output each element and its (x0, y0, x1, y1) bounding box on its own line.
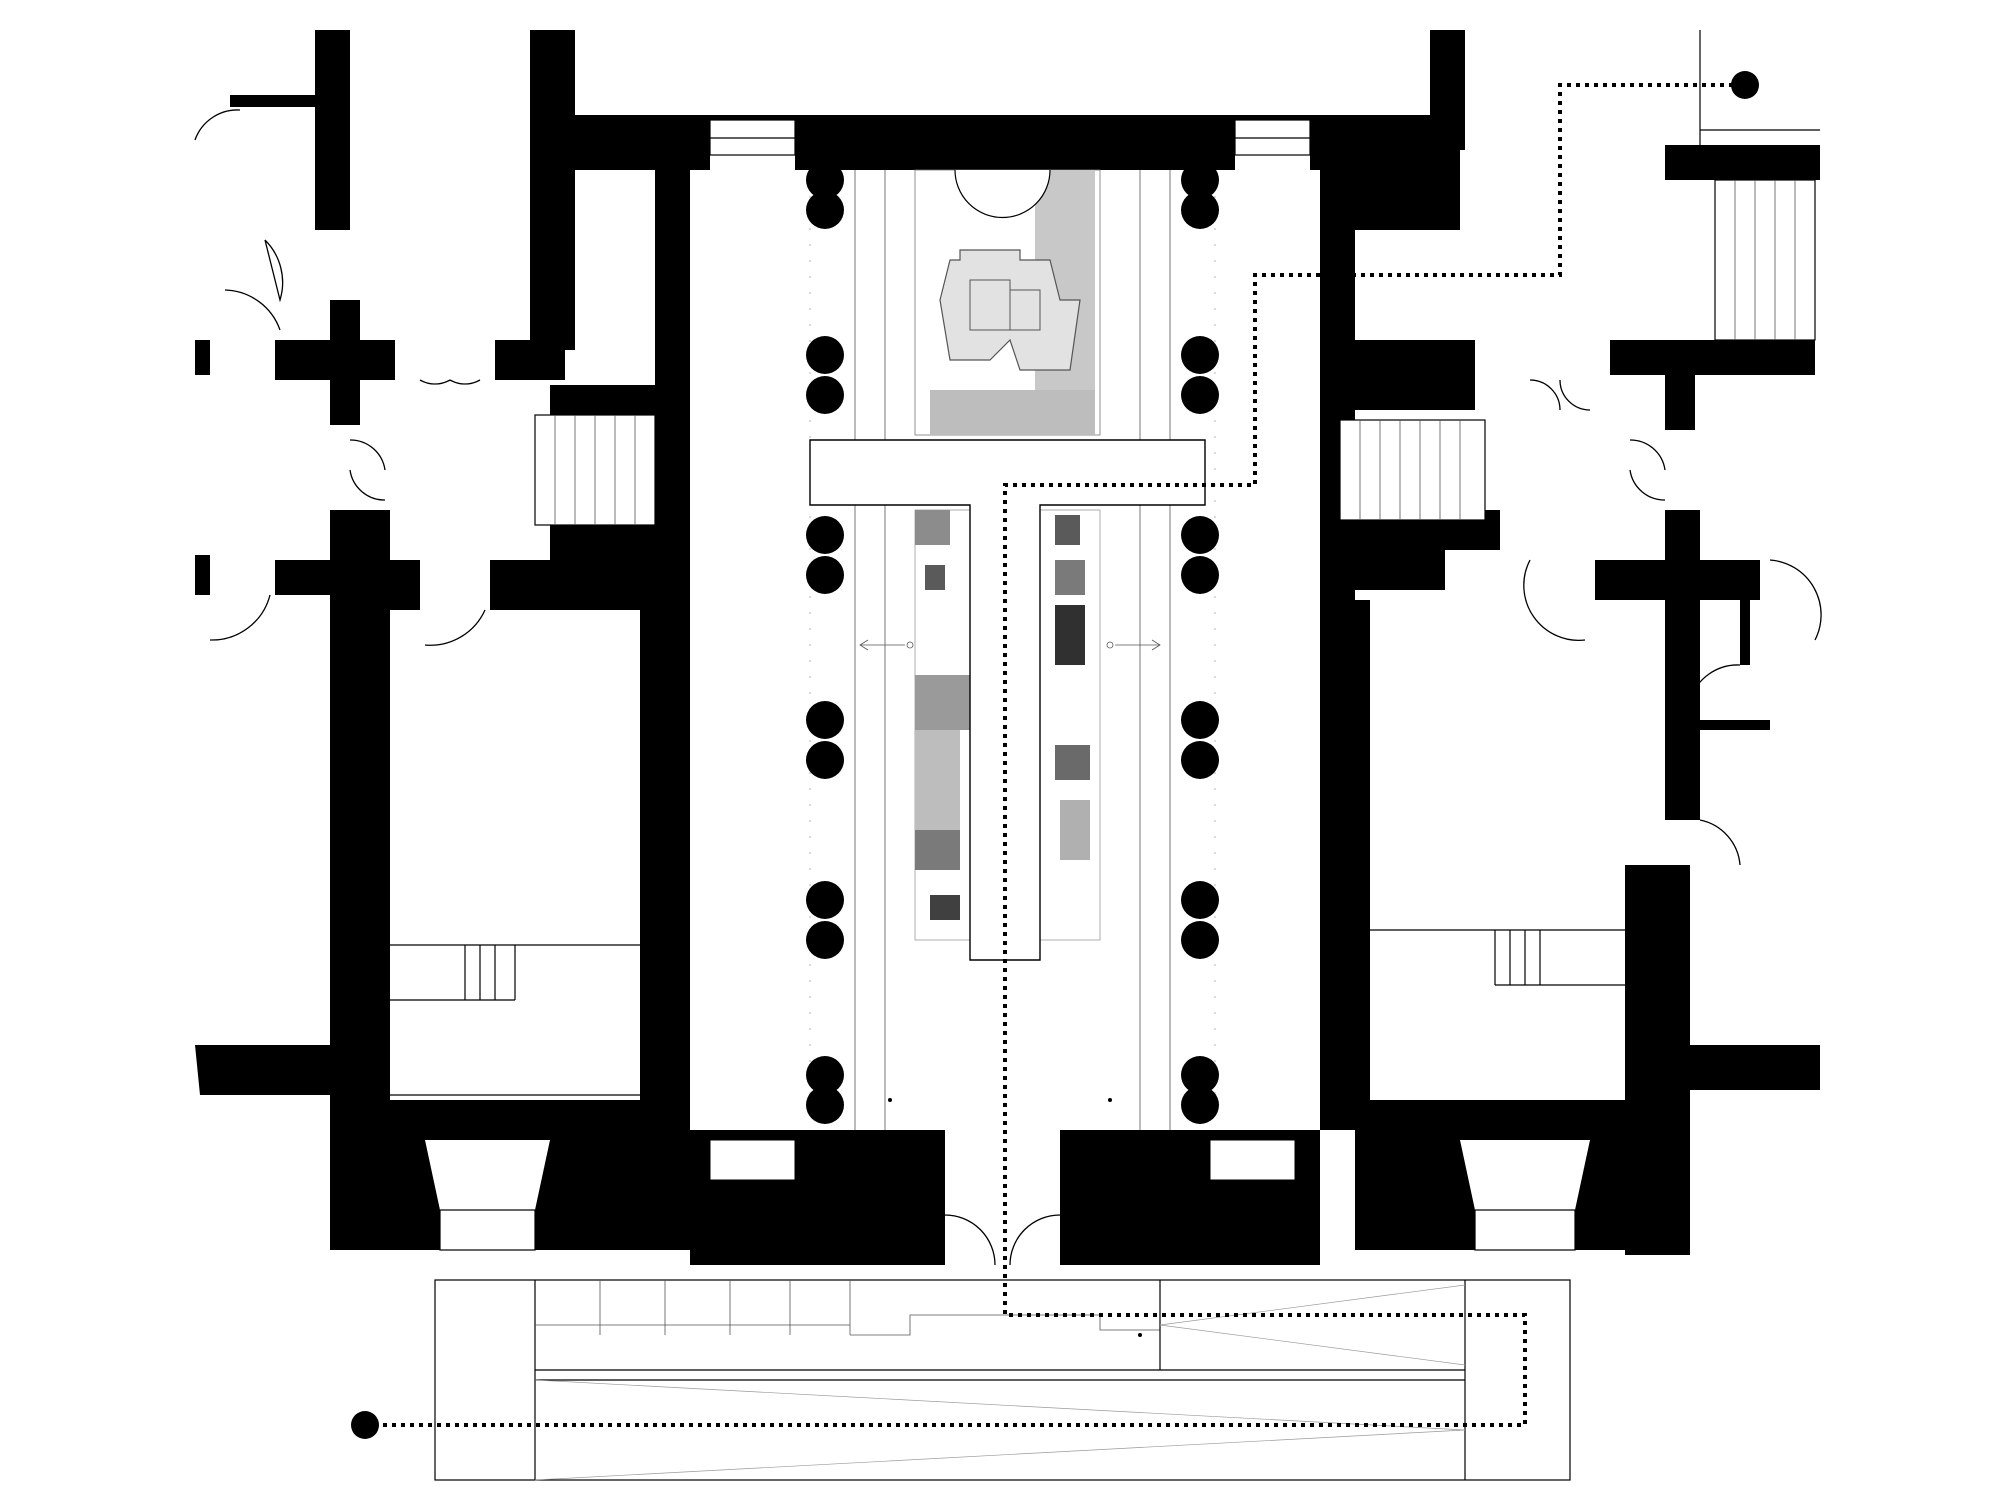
south-entrance (709, 1139, 1296, 1266)
north-window-west (709, 119, 796, 156)
west-column (806, 741, 844, 779)
east-column (1181, 556, 1219, 594)
central-exhibit-west-panel (914, 509, 976, 941)
east-column (1181, 191, 1219, 229)
route-start-marker (351, 1411, 379, 1439)
central-exhibit-east-panel (1039, 509, 1101, 941)
east-column (1181, 336, 1219, 374)
west-column (806, 516, 844, 554)
visitor-route (351, 71, 1759, 1439)
east-column (1181, 741, 1219, 779)
east-door-swings (1523, 379, 1822, 866)
central-exhibit-north (914, 169, 1101, 436)
west-wing-walls (195, 30, 690, 1250)
east-wing-walls (1340, 30, 1820, 1255)
ramp-structure (434, 1279, 1571, 1481)
west-stair (534, 414, 656, 526)
east-column (1181, 1056, 1219, 1094)
east-stair (1339, 419, 1486, 521)
west-column (806, 1056, 844, 1094)
west-column (806, 161, 844, 199)
north-window-east (1234, 119, 1311, 156)
west-column (806, 1086, 844, 1124)
west-room-interior (390, 610, 640, 1251)
hall-aisle-lines (809, 170, 1216, 1130)
west-column (806, 191, 844, 229)
east-column (1181, 1086, 1219, 1124)
north-east-stair (1699, 30, 1820, 341)
east-column (1181, 516, 1219, 554)
west-column (806, 556, 844, 594)
west-column (806, 881, 844, 919)
t-shaped-platform (809, 439, 1206, 961)
route-end-marker (1731, 71, 1759, 99)
east-column (1181, 701, 1219, 739)
west-column (806, 921, 844, 959)
east-column (1181, 376, 1219, 414)
west-column (806, 376, 844, 414)
colonnade-columns (806, 161, 1219, 1124)
east-column (1181, 161, 1219, 199)
west-column (806, 336, 844, 374)
east-column (1181, 881, 1219, 919)
west-column (806, 701, 844, 739)
west-door-swings (194, 109, 486, 646)
east-room-interior (1370, 610, 1625, 1251)
direction-arrows (859, 639, 1161, 651)
east-column (1181, 921, 1219, 959)
